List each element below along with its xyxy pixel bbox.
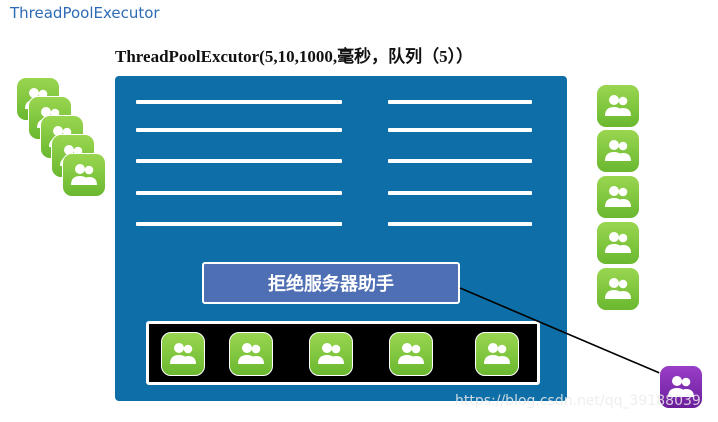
diagram-title: ThreadPoolExcutor(5,10,1000,毫秒，队列（5）） [115, 47, 474, 66]
rejected-task-people-icon [659, 365, 703, 409]
queue-slot-bar [388, 159, 532, 163]
queued-task-people-icon [596, 84, 640, 128]
reject-handler-box: 拒绝服务器助手 [202, 262, 460, 304]
queue-slot-bar [388, 222, 532, 226]
core-thread-people-icon [229, 332, 273, 376]
core-thread-people-icon [309, 332, 353, 376]
queued-task-people-icon [596, 129, 640, 173]
queued-task-people-icon [596, 175, 640, 219]
thread-slot-bar [136, 222, 342, 226]
queue-slot-bar [388, 128, 532, 132]
thread-slot-bar [136, 128, 342, 132]
core-thread-people-icon [161, 332, 205, 376]
thread-slot-bar [136, 159, 342, 163]
queued-task-people-icon [596, 221, 640, 265]
watermark: https://blog.csdn.net/qq_39188039 [455, 393, 701, 409]
queued-task-people-icon [596, 267, 640, 311]
core-thread-people-icon [475, 332, 519, 376]
queue-slot-bar [388, 191, 532, 195]
core-thread-people-icon [389, 332, 433, 376]
page-heading: ThreadPoolExecutor [10, 4, 160, 22]
queue-slot-bar [388, 100, 532, 104]
incoming-task-people-icon [62, 153, 106, 197]
thread-slot-bar [136, 100, 342, 104]
thread-slot-bar [136, 191, 342, 195]
